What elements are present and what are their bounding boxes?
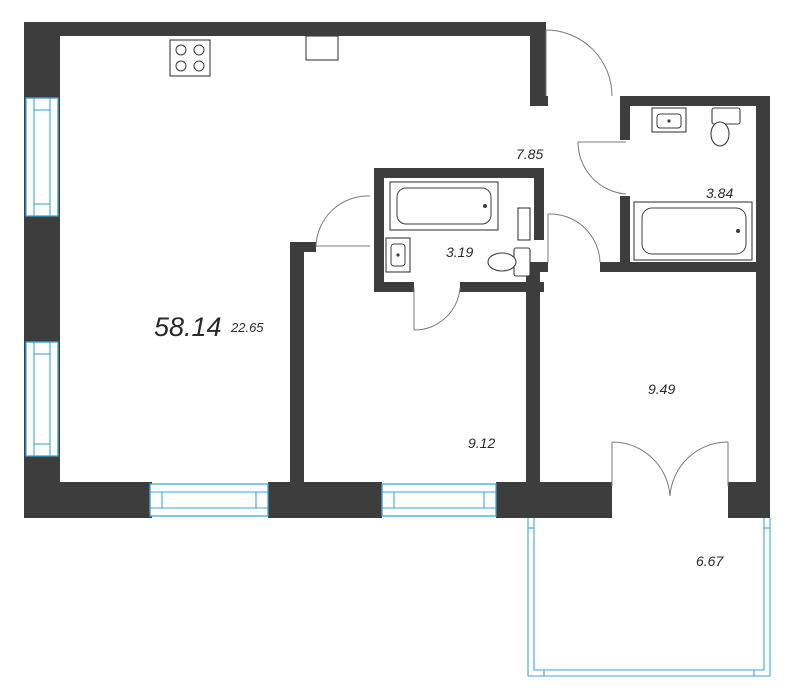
wall-bottom-3 <box>496 482 612 518</box>
wall-entry-stub <box>530 22 546 106</box>
wall-wc-bottom-r <box>460 282 544 292</box>
room-area-bath-small: 3.19 <box>446 244 473 260</box>
wall-bedroom-left-cap <box>290 242 316 252</box>
toilet-icon <box>710 107 741 147</box>
wall-bedroom-left <box>290 242 304 484</box>
walls <box>24 22 770 518</box>
fixtures <box>169 35 753 277</box>
wall-wc-right <box>534 168 544 240</box>
wall-bath-top <box>620 96 770 106</box>
wall-bath-bottom <box>600 262 770 272</box>
wall-bottom-1 <box>24 482 152 518</box>
room-area-bedroom-left: 9.12 <box>468 435 495 451</box>
sink-small-icon <box>385 237 411 273</box>
door-bath-small <box>413 287 461 331</box>
kitchen-box-icon <box>305 35 339 61</box>
door-entry <box>545 29 613 97</box>
balcony-glazing <box>527 518 771 677</box>
room-area-balcony: 6.67 <box>696 553 724 569</box>
window-bottom-2 <box>381 483 497 517</box>
window-left-bottom <box>25 341 59 457</box>
total-area: 58.14 <box>154 312 222 342</box>
wall-bath-left <box>620 96 630 140</box>
area-labels: 58.14 22.65 7.85 3.84 3.19 9.12 9.49 6.6… <box>154 146 733 569</box>
wall-bath-left-2 <box>620 196 630 270</box>
room-area-hall: 7.85 <box>516 146 543 162</box>
window-bottom-1 <box>149 483 269 517</box>
door-bedroom-left <box>315 195 371 247</box>
bathtub-small-icon <box>389 181 499 231</box>
room-area-bath-main: 3.84 <box>706 185 733 201</box>
windows <box>25 97 771 677</box>
wall-partition-center-top <box>534 262 548 272</box>
wall-bottom-2 <box>268 482 382 518</box>
window-left-top <box>25 97 59 217</box>
doors <box>315 29 729 497</box>
wall-wc-left <box>374 168 384 292</box>
toilet-small-icon <box>487 247 531 277</box>
sink-icon <box>651 107 687 133</box>
wall-right <box>756 100 770 518</box>
stove-icon <box>169 39 211 77</box>
door-balcony <box>611 441 729 497</box>
wall-wc-top <box>374 168 544 178</box>
bathtub-icon <box>633 201 753 261</box>
room-area-living: 22.65 <box>230 320 264 335</box>
wall-partition-center <box>526 262 540 484</box>
wall-top <box>24 22 546 36</box>
wall-wc-bottom-l <box>374 282 414 292</box>
room-area-bedroom-right: 9.49 <box>648 381 675 397</box>
door-bedroom-right <box>547 213 601 263</box>
wall-entry-cap <box>530 96 548 106</box>
wc-shelf-icon <box>517 207 531 241</box>
door-bath-main <box>577 141 627 195</box>
